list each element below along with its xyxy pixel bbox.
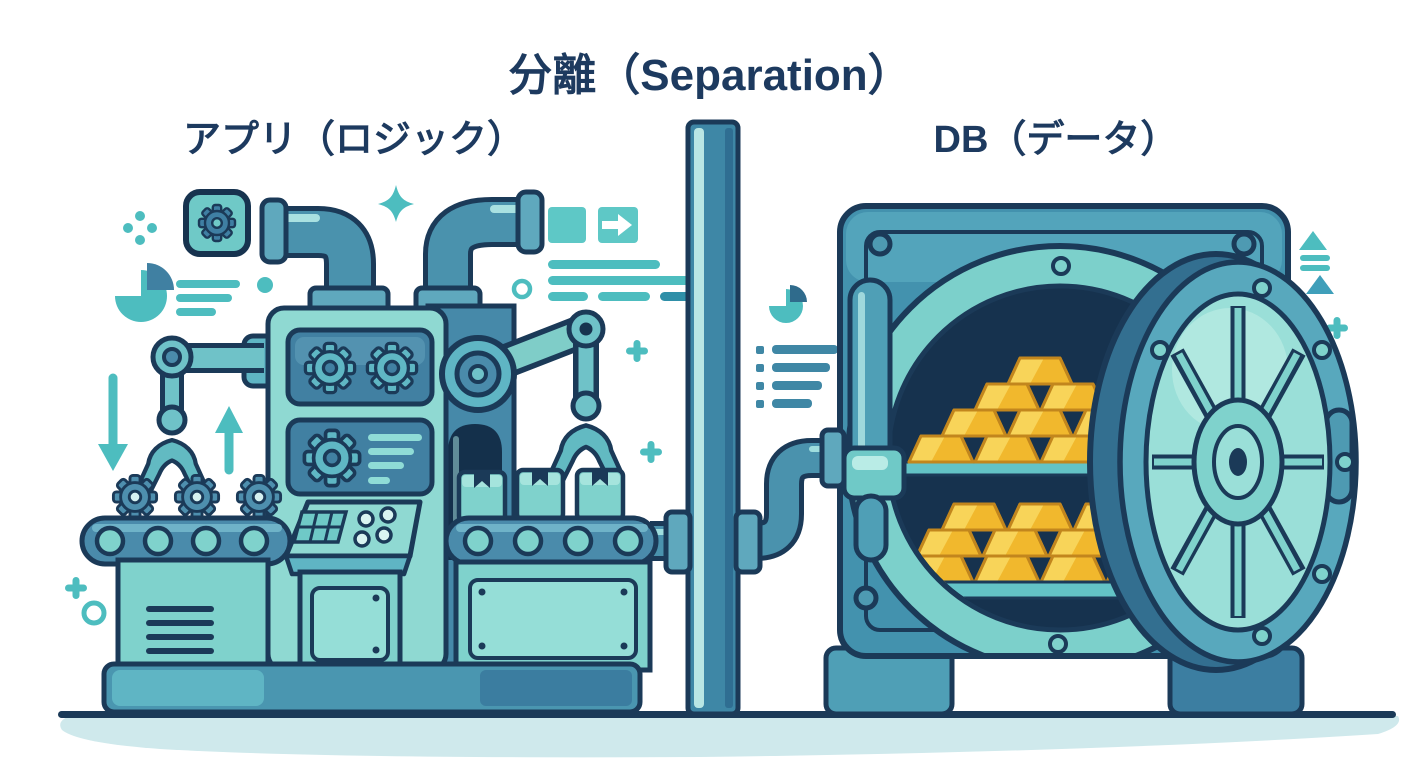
package-icon <box>577 470 623 520</box>
transfer-arrow-icon <box>548 207 706 301</box>
text-lines-icon <box>176 280 240 316</box>
gear-icon <box>302 428 362 488</box>
triangle-icon <box>1306 275 1334 294</box>
conveyor-left <box>79 473 293 673</box>
db-label: DB（データ） <box>934 118 1179 161</box>
screw-icon <box>870 234 890 254</box>
gear-panel-top <box>285 327 435 407</box>
factory-machine <box>79 189 659 715</box>
sparkle-icon <box>123 211 157 245</box>
screw-icon <box>1234 234 1254 254</box>
machine-platform <box>101 661 643 715</box>
separation-wall <box>685 119 741 717</box>
list-icon <box>756 345 838 408</box>
gear-icon <box>365 341 419 395</box>
diagram-title: 分離（Separation） <box>508 51 911 100</box>
rivet-icon <box>1051 256 1071 276</box>
exhaust-pipe-left <box>259 197 391 317</box>
package-icon <box>517 470 563 520</box>
plus-icon <box>640 441 662 463</box>
pie-chart-icon <box>115 263 174 322</box>
package-icon <box>459 472 505 522</box>
app-label: アプリ（ロジック） <box>183 119 525 161</box>
conveyor-right <box>443 470 659 673</box>
vent-icon <box>146 606 214 654</box>
down-arrow-icon <box>98 373 128 471</box>
up-arrow-icon <box>215 406 243 475</box>
robot-arm-left <box>140 333 281 491</box>
circle-icon <box>81 600 107 626</box>
vault-door-wheel <box>1087 251 1359 673</box>
control-console <box>283 499 423 673</box>
gear-panel-bottom <box>285 417 435 497</box>
gear-icon <box>303 341 357 395</box>
pipe-flange <box>733 509 763 575</box>
rivet-icon <box>1048 634 1068 653</box>
gear-icon <box>173 473 221 521</box>
console-buttons <box>353 506 397 548</box>
eject-icon <box>1299 231 1330 271</box>
circle-icon <box>511 278 533 300</box>
wheel-hub <box>1191 397 1285 527</box>
app-gear-icon <box>183 189 251 257</box>
four-point-star-icon <box>378 185 414 222</box>
plus-icon <box>65 577 87 599</box>
vault-hinge <box>841 277 907 563</box>
pipe-flange <box>663 509 693 575</box>
vault <box>819 203 1359 717</box>
gear-icon <box>111 473 159 521</box>
dot-icon <box>257 277 273 293</box>
pipe-flange <box>819 427 847 489</box>
plus-icon <box>626 340 648 362</box>
pie-chart-icon <box>769 285 807 323</box>
screw-icon <box>856 588 876 608</box>
ground-shadow <box>60 716 1400 758</box>
gear-icon <box>235 473 283 521</box>
robot-arm-right <box>439 309 620 479</box>
